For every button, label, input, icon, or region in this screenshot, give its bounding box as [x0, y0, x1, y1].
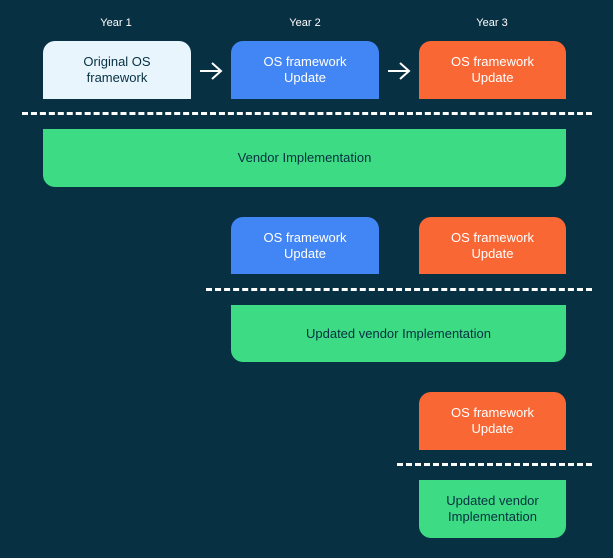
divider-dashed [22, 112, 592, 115]
updated-vendor-implementation-box: Updated vendor Implementation [419, 480, 566, 538]
os-framework-update-year3-box: OS framework Update [419, 217, 566, 274]
vendor-implementation-box: Vendor Implementation [43, 129, 566, 187]
divider-dashed [206, 288, 592, 291]
year-1-label: Year 1 [100, 17, 132, 29]
arrow-right-icon [200, 62, 223, 80]
year-3-label: Year 3 [476, 17, 508, 29]
os-framework-update-year3-box: OS framework Update [419, 41, 566, 99]
original-os-framework-box: Original OS framework [43, 41, 191, 99]
divider-dashed [397, 463, 592, 466]
year-2-label: Year 2 [289, 17, 321, 29]
arrow-right-icon [388, 62, 411, 80]
os-framework-update-year3-box: OS framework Update [419, 392, 566, 450]
updated-vendor-implementation-box: Updated vendor Implementation [231, 305, 566, 362]
os-framework-update-year2-box: OS framework Update [231, 41, 379, 99]
os-framework-update-year2-box: OS framework Update [231, 217, 379, 274]
